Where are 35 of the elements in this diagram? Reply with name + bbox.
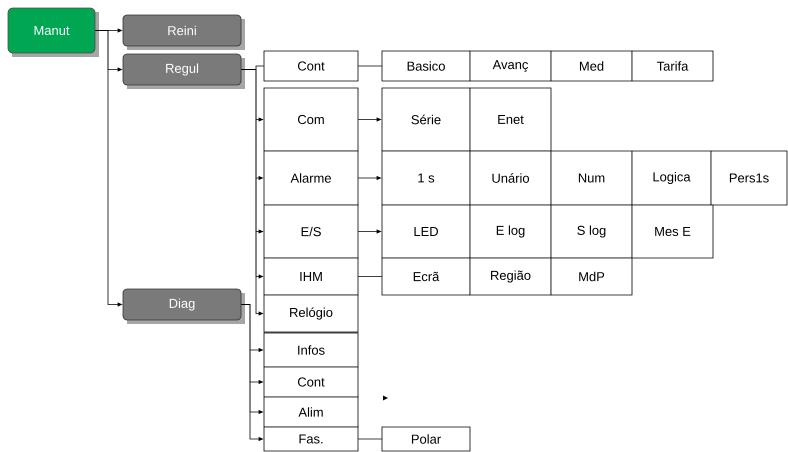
menu-cell: Região <box>470 258 552 296</box>
menu-cell: Relógio <box>264 294 358 332</box>
menu-cell: Enet <box>470 88 552 152</box>
menu-cell: Num <box>550 150 632 206</box>
menu-cell: 1 s <box>382 150 470 206</box>
menu-cell: Cont <box>264 50 358 82</box>
menu-box: Diag <box>122 288 245 324</box>
menu-cell: E log <box>470 204 552 258</box>
connector <box>358 438 382 440</box>
menu-cell: Cont <box>264 366 358 398</box>
menu-cell: S log <box>550 204 632 258</box>
menu-cell: Avanç <box>470 50 552 82</box>
menu-box: Reini <box>122 14 245 50</box>
menu-cell: Ecrã <box>382 258 470 296</box>
menu-cell: Tarifa <box>632 50 714 82</box>
menu-cell: Basico <box>382 50 470 82</box>
menu-cell: Alim <box>264 396 358 428</box>
menu-cell: IHM <box>264 258 358 296</box>
menu-cell: Fas. <box>264 426 358 452</box>
menu-box: Manut <box>8 8 99 57</box>
menu-cell: Com <box>264 88 358 152</box>
menu-cell: E/S <box>264 204 358 258</box>
menu-cell: Mes E <box>632 204 714 258</box>
menu-cell: Polar <box>382 426 470 452</box>
menu-cell: Alarme <box>264 150 358 206</box>
menu-cell: Série <box>382 88 470 152</box>
menu-cell: MdP <box>550 258 632 296</box>
menu-cell: Pers1s <box>710 150 788 206</box>
menu-cell: Logica <box>632 150 712 206</box>
menu-cell: Unário <box>470 150 552 206</box>
menu-cell: Med <box>550 50 632 82</box>
menu-cell: Infos <box>264 332 358 368</box>
menu-cell: LED <box>382 204 470 258</box>
connector <box>358 276 382 277</box>
menu-box: Regul <box>122 54 245 89</box>
